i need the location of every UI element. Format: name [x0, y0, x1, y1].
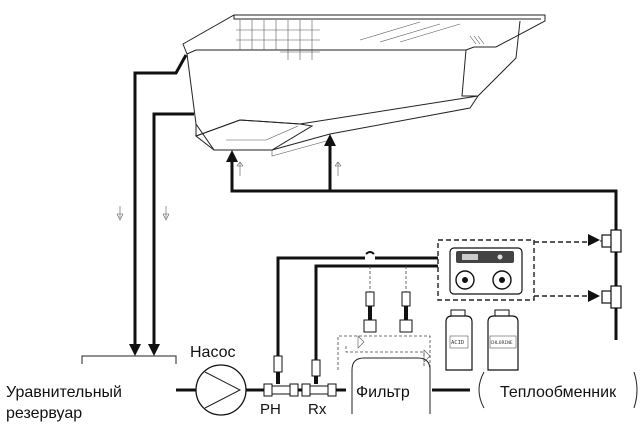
heat-exchanger-icon: [478, 371, 638, 409]
acid-canister-label: ACID: [451, 340, 464, 346]
dosing-controller-icon: [437, 239, 588, 301]
rx-signal-line: [314, 264, 438, 360]
ph-signal-line: [276, 256, 438, 356]
piping: [133, 54, 618, 392]
skimmer-return-pipe: [133, 54, 188, 352]
pump-label: Насос: [190, 344, 236, 361]
heat-exchanger-label: Теплообменник: [500, 384, 617, 401]
main-drain-pipe: [152, 112, 194, 352]
probe-icon: [263, 355, 337, 397]
chemical-canister-icon: ACID CHLORINE: [445, 309, 519, 371]
filter-icon: [337, 266, 431, 414]
injection-valve-icon: [600, 229, 622, 309]
pump-icon: [195, 364, 247, 416]
return-pipe: [230, 160, 618, 234]
pool-basin-icon: [182, 14, 546, 157]
ph-probe-label: PH: [260, 401, 281, 418]
flow-arrow-icon: [116, 134, 600, 356]
rx-probe-label: Rx: [308, 401, 327, 418]
balance-tank-label-line1: Уравнительный: [6, 384, 122, 401]
chlorine-canister-label: CHLORINE: [491, 340, 513, 346]
balance-tank-icon: [81, 355, 177, 364]
balance-tank-label-line2: резервуар: [6, 405, 82, 422]
filter-label: Фильтр: [356, 384, 410, 401]
